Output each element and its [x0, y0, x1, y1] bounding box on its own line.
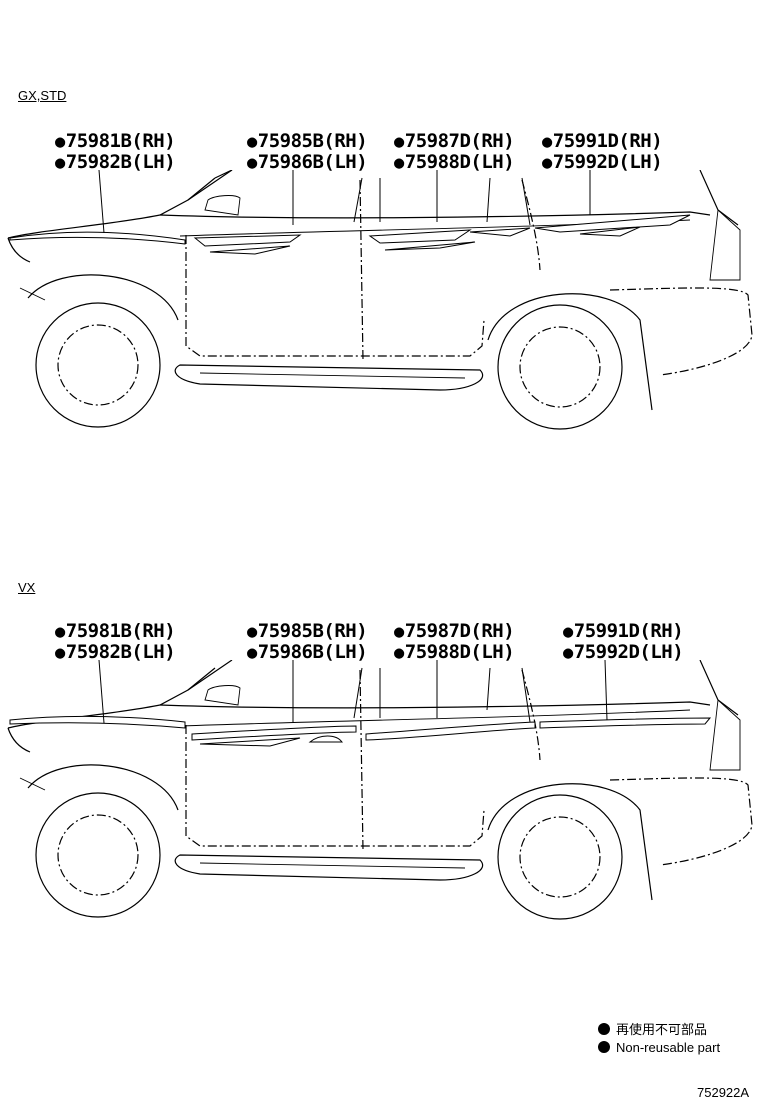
legend-japanese: 再使用不可部品	[598, 1019, 707, 1038]
figure-id: 752922A	[697, 1085, 750, 1100]
non-reusable-marker-icon	[598, 1041, 610, 1053]
non-reusable-marker-icon: ●	[394, 622, 404, 642]
part-callout-75987: ●75987D(RH) ●75988D(LH)	[394, 130, 515, 173]
part-callout-75981: ●75981B(RH) ●75982B(LH)	[55, 130, 176, 173]
part-number-rh: 75991D(RH)	[573, 620, 684, 642]
non-reusable-marker-icon: ●	[394, 153, 404, 173]
part-callout-75991: ●75991D(RH) ●75992D(LH)	[542, 130, 663, 173]
part-number-lh: 75986B(LH)	[257, 641, 368, 663]
part-number-lh: 75988D(LH)	[404, 641, 515, 663]
non-reusable-marker-icon: ●	[247, 622, 257, 642]
variant-label-gx-std: GX,STD	[18, 88, 67, 103]
variant-label-vx: VX	[18, 580, 36, 595]
part-number-lh: 75992D(LH)	[573, 641, 684, 663]
non-reusable-marker-icon: ●	[542, 132, 552, 152]
non-reusable-marker-icon: ●	[247, 643, 257, 663]
part-number-lh: 75988D(LH)	[404, 151, 515, 173]
non-reusable-marker-icon: ●	[247, 132, 257, 152]
vehicle-side-view-vx	[7, 660, 753, 920]
vehicle-side-view-gx-std	[7, 170, 753, 430]
non-reusable-marker-icon: ●	[542, 153, 552, 173]
car-body-outline	[7, 170, 753, 430]
part-number-lh: 75982B(LH)	[65, 641, 176, 663]
leader-lines	[98, 660, 608, 724]
part-callout-75991: ●75991D(RH) ●75992D(LH)	[563, 620, 684, 663]
part-number-rh: 75987D(RH)	[404, 620, 515, 642]
part-number-lh: 75992D(LH)	[552, 151, 663, 173]
part-number-rh: 75991D(RH)	[552, 130, 663, 152]
legend-english-text: Non-reusable part	[616, 1040, 721, 1055]
side-stripe-decals	[9, 715, 712, 747]
part-callout-75981: ●75981B(RH) ●75982B(LH)	[55, 620, 176, 663]
part-callout-75987: ●75987D(RH) ●75988D(LH)	[394, 620, 515, 663]
part-number-rh: 75987D(RH)	[404, 130, 515, 152]
non-reusable-marker-icon: ●	[55, 153, 65, 173]
leader-lines	[98, 170, 591, 234]
side-stripe-decals	[9, 214, 691, 255]
legend-english: Non-reusable part	[598, 1040, 720, 1055]
non-reusable-marker-icon: ●	[55, 643, 65, 663]
non-reusable-marker-icon: ●	[247, 153, 257, 173]
part-number-lh: 75986B(LH)	[257, 151, 368, 173]
part-number-lh: 75982B(LH)	[65, 151, 176, 173]
part-number-rh: 75981B(RH)	[65, 620, 176, 642]
part-callout-75985: ●75985B(RH) ●75986B(LH)	[247, 130, 368, 173]
non-reusable-marker-icon: ●	[55, 622, 65, 642]
part-number-rh: 75985B(RH)	[257, 620, 368, 642]
non-reusable-marker-icon: ●	[394, 643, 404, 663]
non-reusable-marker-icon: ●	[563, 643, 573, 663]
part-number-rh: 75985B(RH)	[257, 130, 368, 152]
part-number-rh: 75981B(RH)	[65, 130, 176, 152]
non-reusable-marker-icon: ●	[394, 132, 404, 152]
non-reusable-marker-icon	[598, 1023, 610, 1035]
part-callout-75985: ●75985B(RH) ●75986B(LH)	[247, 620, 368, 663]
legend-japanese-text: 再使用不可部品	[616, 1022, 708, 1037]
car-body-outline	[7, 660, 753, 920]
non-reusable-marker-icon: ●	[55, 132, 65, 152]
non-reusable-marker-icon: ●	[563, 622, 573, 642]
